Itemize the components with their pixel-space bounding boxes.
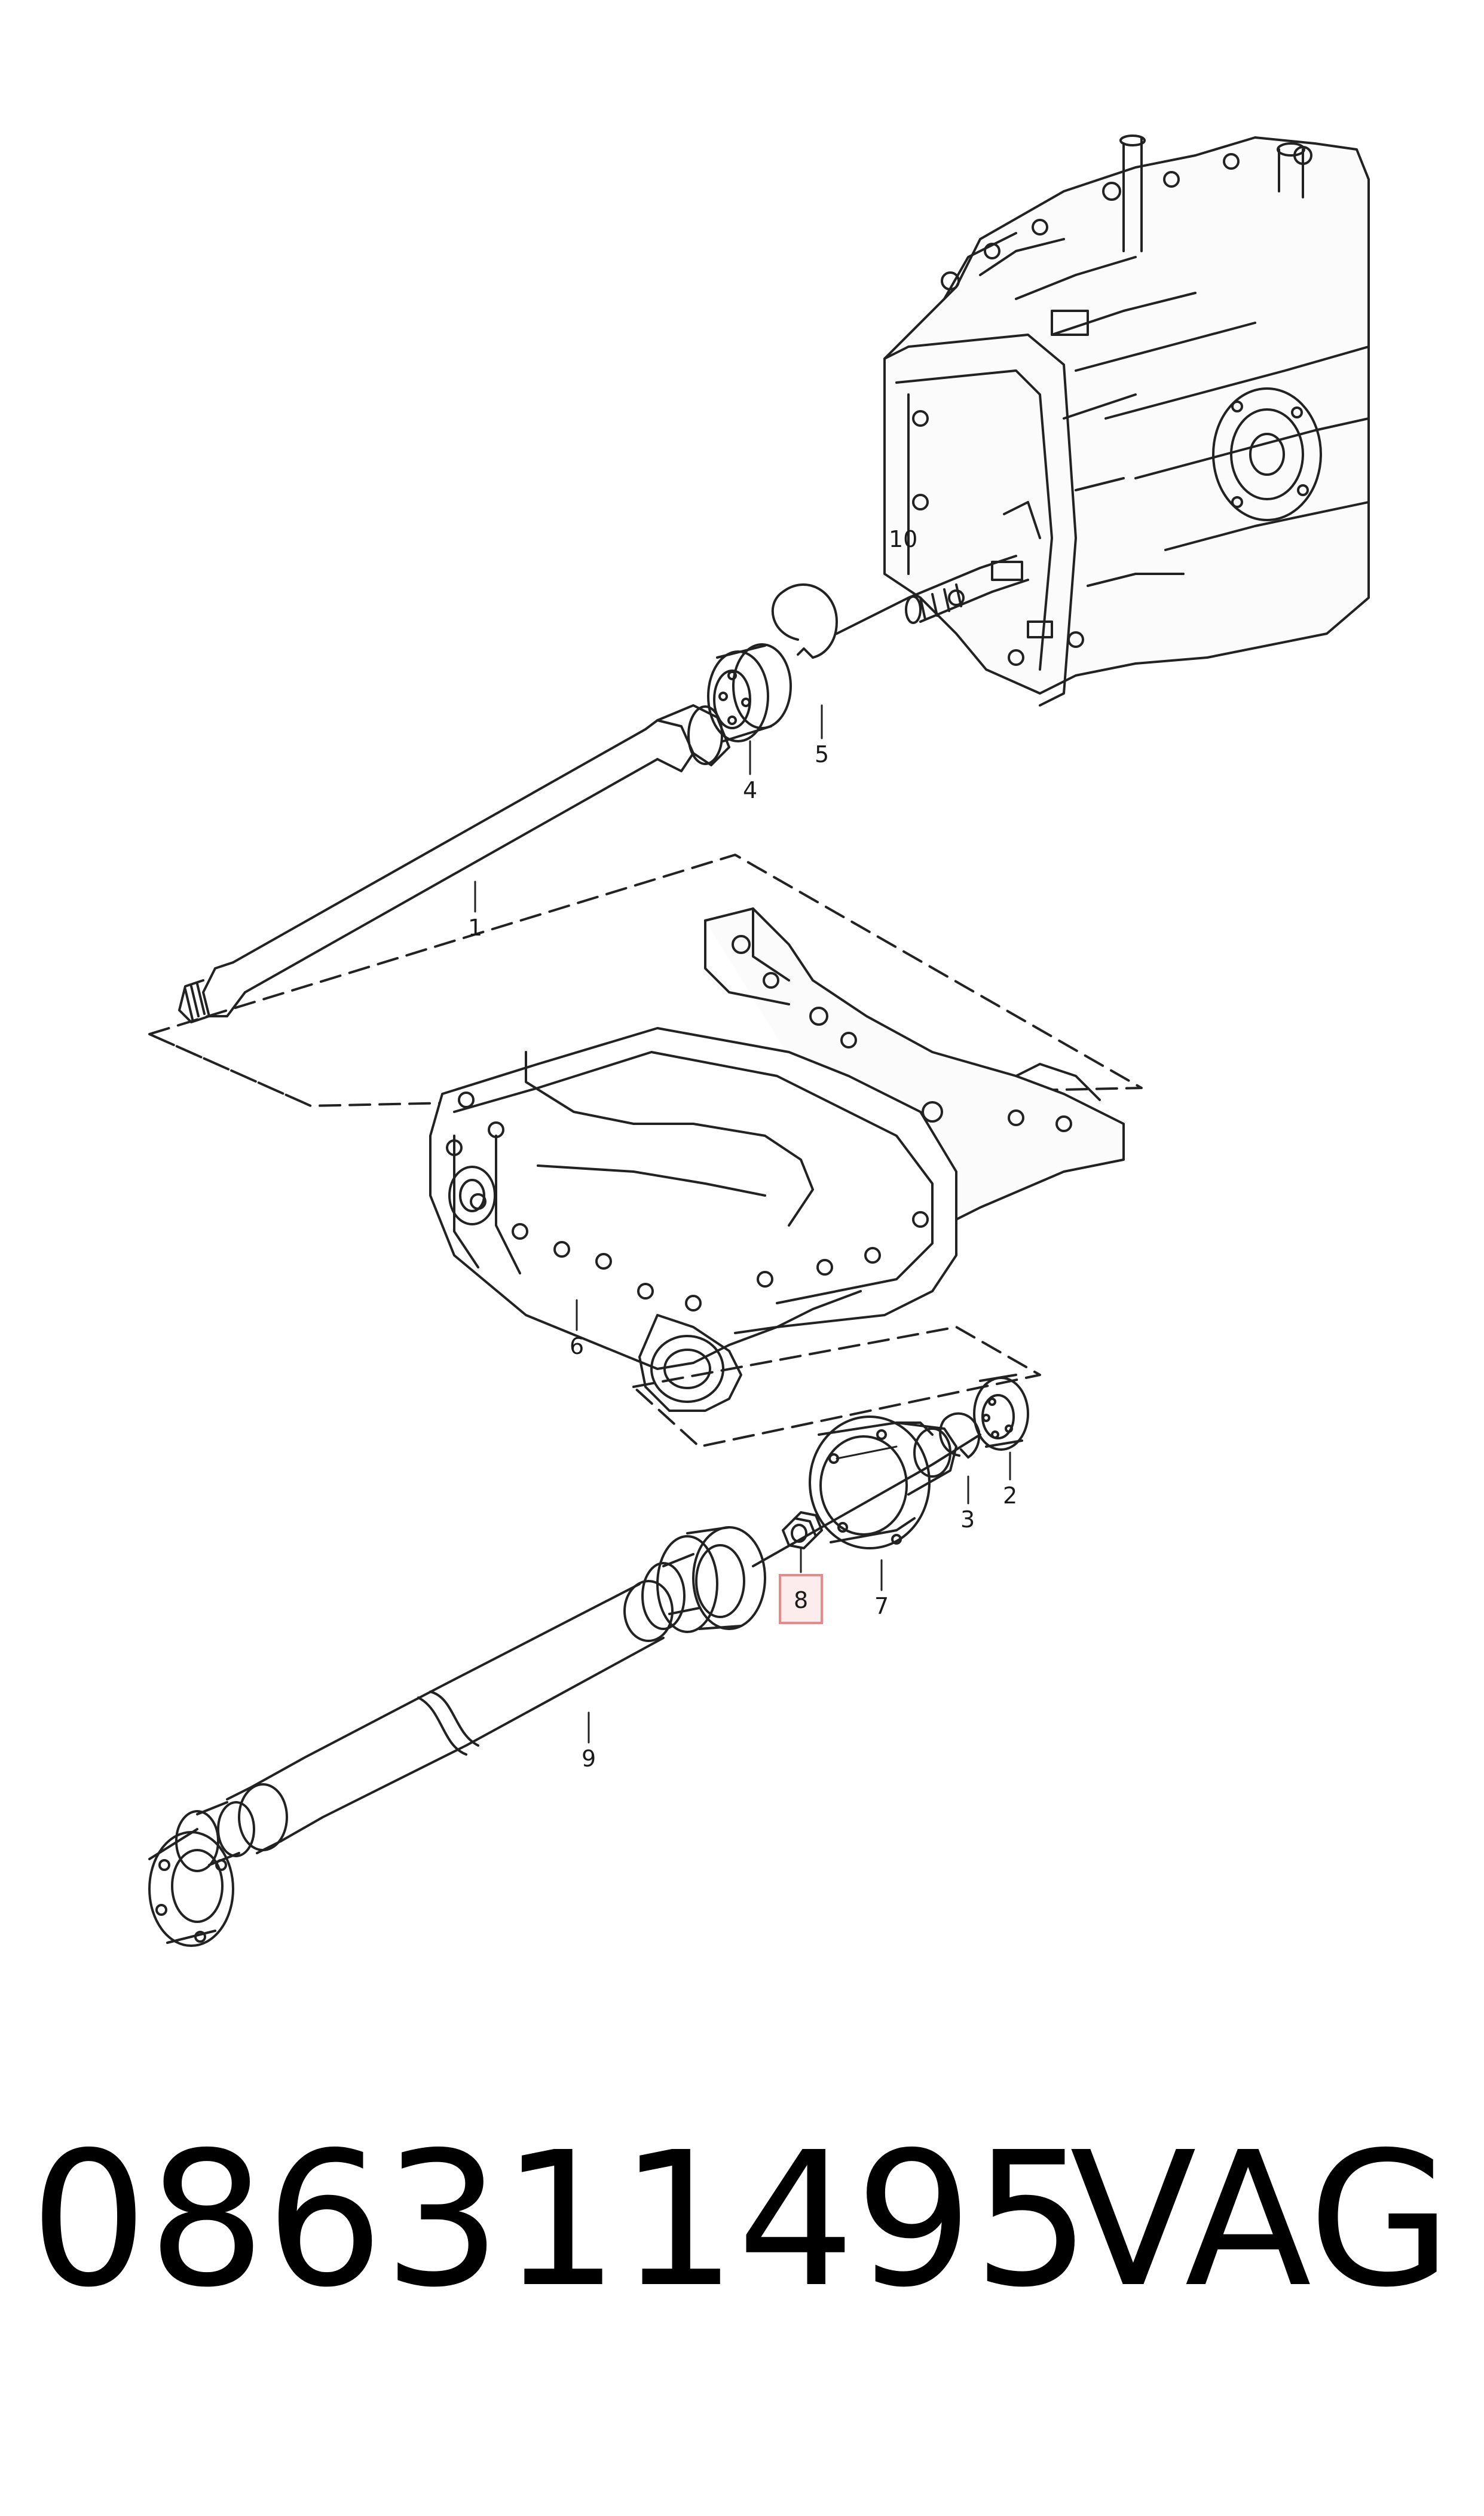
input-shaft — [178, 704, 730, 1023]
callout-9: 9 — [582, 1745, 596, 1772]
flange-bell-7 — [809, 1416, 957, 1549]
exploded-parts-diagram: 1 2 3 4 5 6 7 8 9 10 — [148, 134, 1370, 1947]
bearing-2 — [973, 1374, 1029, 1451]
subframe-crossmember — [429, 907, 1125, 1412]
callout-5: 5 — [815, 741, 829, 768]
callout-3: 3 — [960, 1506, 975, 1533]
callout-6: 6 — [570, 1333, 584, 1359]
part-number-label: 086311495 — [30, 2113, 1091, 2328]
brand-label: VAG — [1070, 2113, 1452, 2328]
callout-8-highlight-box — [779, 1574, 823, 1624]
propeller-shaft-9 — [148, 1526, 766, 1947]
assembly-axis-upper — [836, 597, 910, 635]
bearing-4 — [707, 643, 792, 742]
callout-2: 2 — [1003, 1482, 1017, 1509]
leader-lines — [474, 704, 1011, 1744]
callout-1: 1 — [468, 915, 482, 941]
callout-4: 4 — [743, 777, 757, 803]
callout-8: 8 — [794, 1587, 808, 1613]
transmission-housing — [883, 134, 1370, 707]
callout-10: 10 — [889, 526, 917, 552]
assembly-axis-lower — [752, 1433, 981, 1567]
circlip-3 — [939, 1412, 981, 1459]
callout-7: 7 — [874, 1593, 889, 1619]
circlip-5 — [771, 583, 838, 659]
group-box-lower — [632, 1326, 1041, 1448]
group-box-upper — [148, 854, 1143, 1107]
